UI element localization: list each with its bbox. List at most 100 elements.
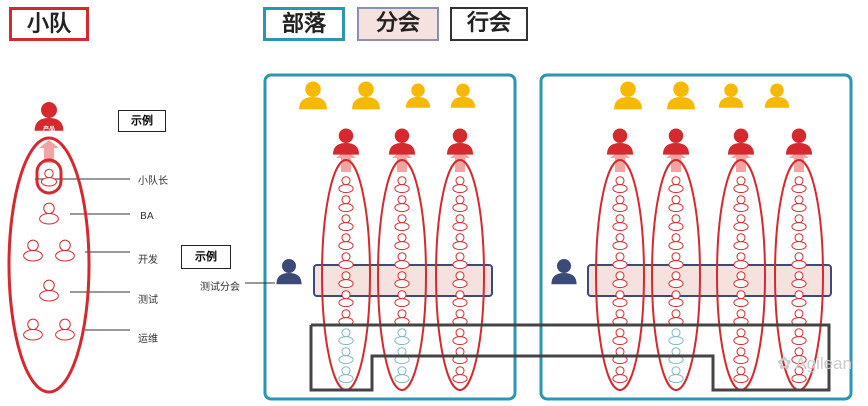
member-icon bbox=[733, 214, 749, 232]
squad-lead-icon bbox=[41, 168, 57, 187]
squad-lead-red-icon bbox=[446, 128, 474, 155]
chapter-lead-label: 分会长 bbox=[554, 287, 576, 296]
member-icon bbox=[612, 233, 628, 251]
squad-lead-label: 小队长 bbox=[138, 176, 168, 187]
member-icon bbox=[338, 290, 354, 308]
member-icon bbox=[394, 214, 410, 232]
member-icon bbox=[612, 214, 628, 232]
member-icon bbox=[452, 252, 468, 270]
member-icon bbox=[791, 347, 807, 365]
chapter-lead-icon bbox=[551, 259, 577, 285]
member-icon bbox=[668, 233, 684, 251]
tribe-role-icon bbox=[450, 83, 476, 108]
example-label-mid: 示例 bbox=[181, 245, 231, 269]
member-icon bbox=[791, 233, 807, 251]
member-icon bbox=[612, 176, 628, 194]
tribe-role-label: 架构师 bbox=[408, 111, 427, 119]
member-icon bbox=[338, 366, 354, 384]
member-icon bbox=[23, 239, 43, 262]
member-icon bbox=[338, 233, 354, 251]
member-icon bbox=[452, 366, 468, 384]
member-icon bbox=[394, 233, 410, 251]
member-icon bbox=[733, 252, 749, 270]
member-icon bbox=[338, 195, 354, 213]
member-icon bbox=[338, 309, 354, 327]
watermark: ✿ Agilean bbox=[777, 354, 852, 373]
member-icon bbox=[612, 195, 628, 213]
tribe-role-icon bbox=[764, 83, 790, 108]
chapter-lead-label: 分会长 bbox=[279, 287, 301, 296]
member-icon bbox=[668, 328, 684, 346]
squad-lead-red-icon bbox=[388, 128, 416, 155]
tribe-role-icon bbox=[299, 81, 327, 110]
member-icon bbox=[55, 318, 75, 341]
guild-header: 行会 bbox=[450, 7, 528, 41]
member-icon bbox=[452, 214, 468, 232]
member-icon bbox=[338, 176, 354, 194]
member-icon bbox=[733, 328, 749, 346]
member-icon bbox=[668, 214, 684, 232]
member-icon bbox=[394, 176, 410, 194]
test-chapter-label: 测试分会 bbox=[200, 282, 240, 293]
member-icon bbox=[452, 271, 468, 289]
tribe-role-label: 业务负责人 bbox=[351, 111, 382, 119]
tribe-role-icon bbox=[405, 83, 431, 108]
member-icon bbox=[394, 366, 410, 384]
member-icon bbox=[668, 290, 684, 308]
member-icon bbox=[668, 366, 684, 384]
chapter-header: 分会 bbox=[357, 7, 439, 41]
member-icon bbox=[733, 271, 749, 289]
member-icon bbox=[338, 271, 354, 289]
member-icon bbox=[452, 176, 468, 194]
squad-lead-red-icon bbox=[727, 128, 755, 155]
member-icon bbox=[791, 252, 807, 270]
tribe-role-label: 架构师 bbox=[721, 111, 740, 119]
member-icon bbox=[733, 233, 749, 251]
member-icon bbox=[791, 271, 807, 289]
tribe-role-label: 部落长 bbox=[619, 111, 638, 119]
member-icon bbox=[394, 252, 410, 270]
member-icon bbox=[394, 290, 410, 308]
member-icon bbox=[452, 328, 468, 346]
chapter-band bbox=[587, 264, 832, 297]
member-icon bbox=[733, 176, 749, 194]
member-icon bbox=[338, 328, 354, 346]
member-icon bbox=[668, 176, 684, 194]
member-icon bbox=[612, 309, 628, 327]
member-icon bbox=[668, 195, 684, 213]
member-icon bbox=[668, 347, 684, 365]
member-icon bbox=[452, 290, 468, 308]
tribe-role-icon bbox=[352, 81, 380, 110]
tribe-header: 部落 bbox=[263, 7, 345, 41]
squad-lead-red-icon bbox=[332, 128, 360, 155]
member-icon bbox=[612, 252, 628, 270]
member-icon bbox=[791, 328, 807, 346]
squad-oval bbox=[595, 159, 645, 391]
tribe-role-label: 版本经理 bbox=[450, 111, 475, 119]
member-icon bbox=[668, 309, 684, 327]
member-icon bbox=[452, 233, 468, 251]
member-icon bbox=[733, 347, 749, 365]
squad-oval bbox=[377, 159, 427, 391]
member-icon bbox=[39, 279, 59, 302]
tribe-role-icon bbox=[614, 81, 642, 110]
member-icon bbox=[733, 309, 749, 327]
product-owner-icon bbox=[34, 102, 64, 131]
member-icon bbox=[791, 195, 807, 213]
dev-label: 开发 bbox=[138, 255, 158, 266]
member-icon bbox=[733, 195, 749, 213]
squad-lead-red-icon bbox=[606, 128, 634, 155]
squad-oval bbox=[651, 159, 701, 391]
squad-lead-red-icon bbox=[662, 128, 690, 155]
member-icon bbox=[733, 290, 749, 308]
example-label-top: 示例 bbox=[118, 110, 166, 132]
member-icon bbox=[791, 176, 807, 194]
tribe-role-icon bbox=[667, 81, 695, 110]
tribe-role-label: 部落长 bbox=[304, 111, 323, 119]
tribe-role-label: 业务负责人 bbox=[666, 111, 697, 119]
member-icon bbox=[668, 252, 684, 270]
member-icon bbox=[791, 290, 807, 308]
member-icon bbox=[612, 328, 628, 346]
member-icon bbox=[394, 309, 410, 327]
